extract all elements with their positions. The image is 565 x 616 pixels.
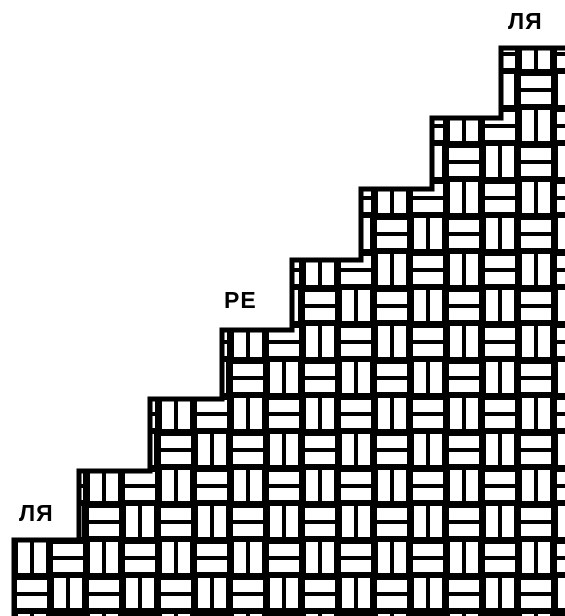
label-top: ЛЯ bbox=[508, 10, 543, 33]
label-bottom: ЛЯ bbox=[19, 502, 54, 525]
label-middle: РЕ bbox=[224, 289, 257, 312]
